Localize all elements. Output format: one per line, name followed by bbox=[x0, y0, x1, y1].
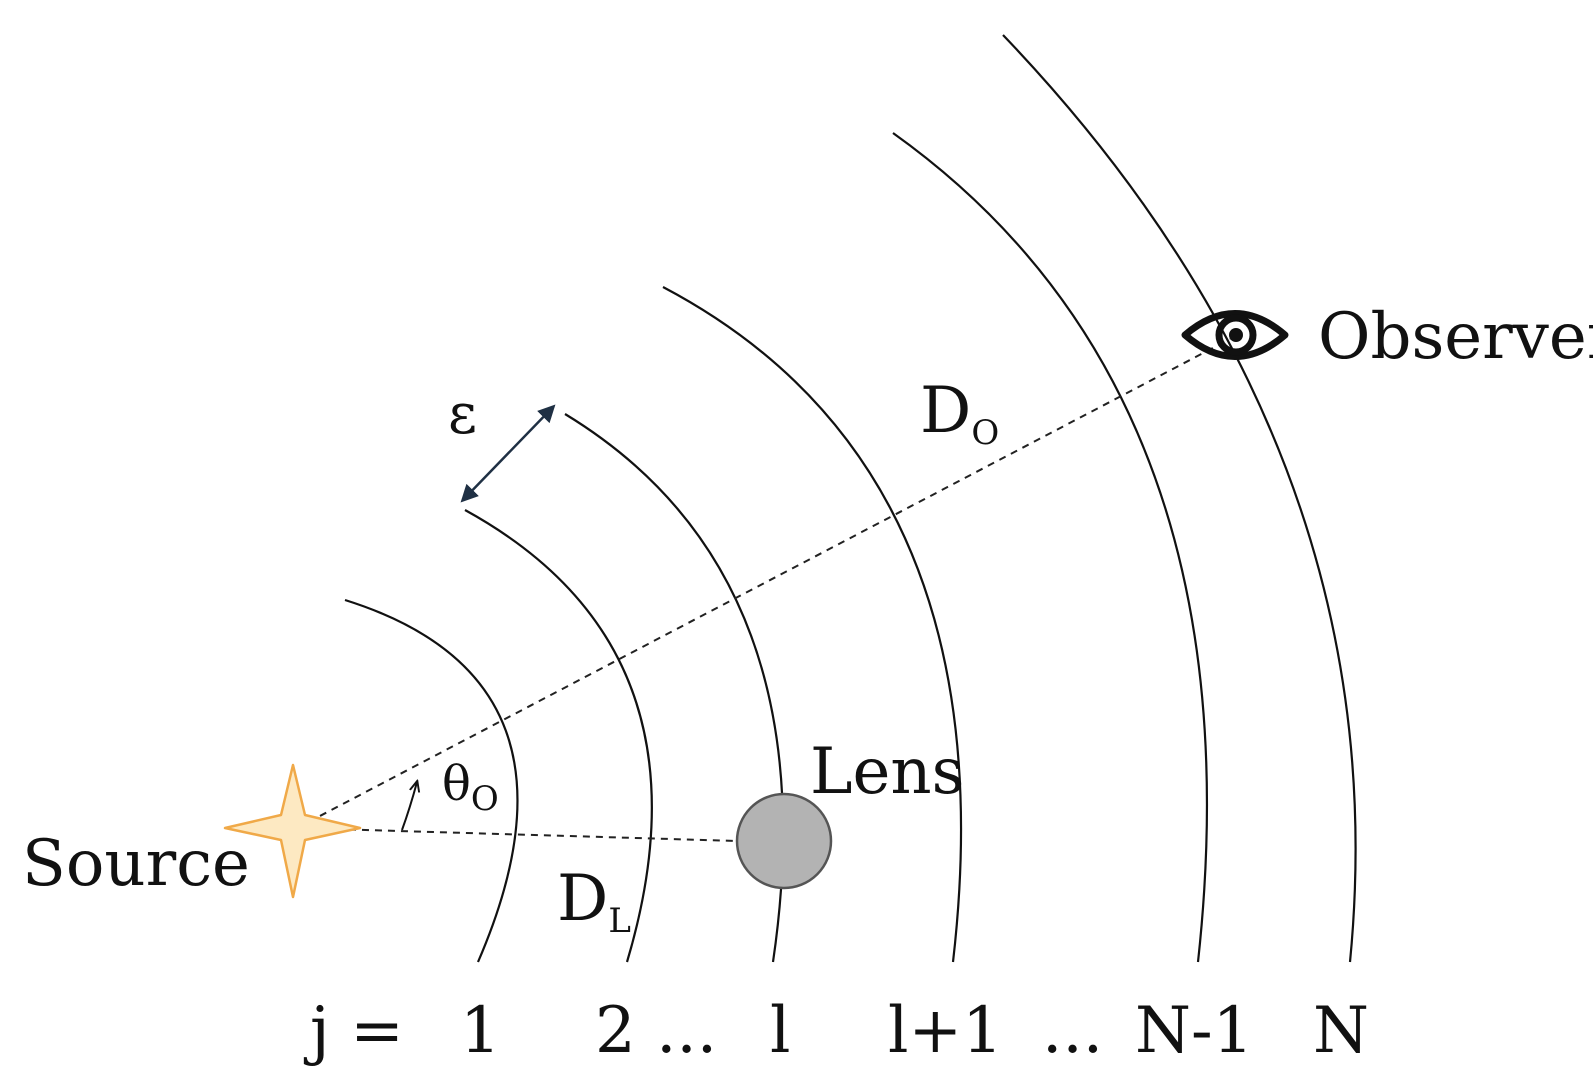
index-ellipsis: ... bbox=[1042, 994, 1103, 1068]
shell-1 bbox=[344, 598, 519, 963]
lens-circle bbox=[735, 792, 833, 890]
shell-l-plus-1 bbox=[662, 286, 963, 963]
lens-label: Lens bbox=[810, 735, 964, 809]
shell-index-row: j = 1 2 ... l l+1 ... N-1 N bbox=[303, 994, 1369, 1068]
shells bbox=[344, 34, 1357, 963]
d-o-label: DO bbox=[920, 374, 999, 453]
index-n-minus-1: N-1 bbox=[1135, 994, 1253, 1068]
epsilon-label: ε bbox=[448, 382, 477, 447]
eye-icon bbox=[1181, 310, 1289, 360]
theta-label: θO bbox=[442, 756, 499, 819]
observer-label: Observer bbox=[1318, 300, 1593, 374]
source-label: Source bbox=[22, 827, 250, 901]
index-l: l bbox=[770, 994, 790, 1068]
shell-n bbox=[1002, 34, 1357, 963]
d-l-label: DL bbox=[557, 862, 631, 941]
index-n: N bbox=[1313, 994, 1369, 1068]
source-observer-line bbox=[296, 338, 1231, 829]
theta-angle-arc bbox=[401, 782, 417, 831]
index-prefix: j = bbox=[303, 994, 404, 1068]
index-2: 2 ... bbox=[595, 994, 717, 1068]
source-lens-line bbox=[296, 827, 739, 842]
star-icon bbox=[223, 763, 362, 899]
shell-2 bbox=[464, 509, 653, 963]
epsilon-arrow bbox=[460, 404, 556, 503]
index-l-plus-1: l+1 bbox=[888, 994, 1003, 1068]
index-1: 1 bbox=[460, 994, 501, 1068]
shell-n-minus-1 bbox=[892, 132, 1209, 963]
